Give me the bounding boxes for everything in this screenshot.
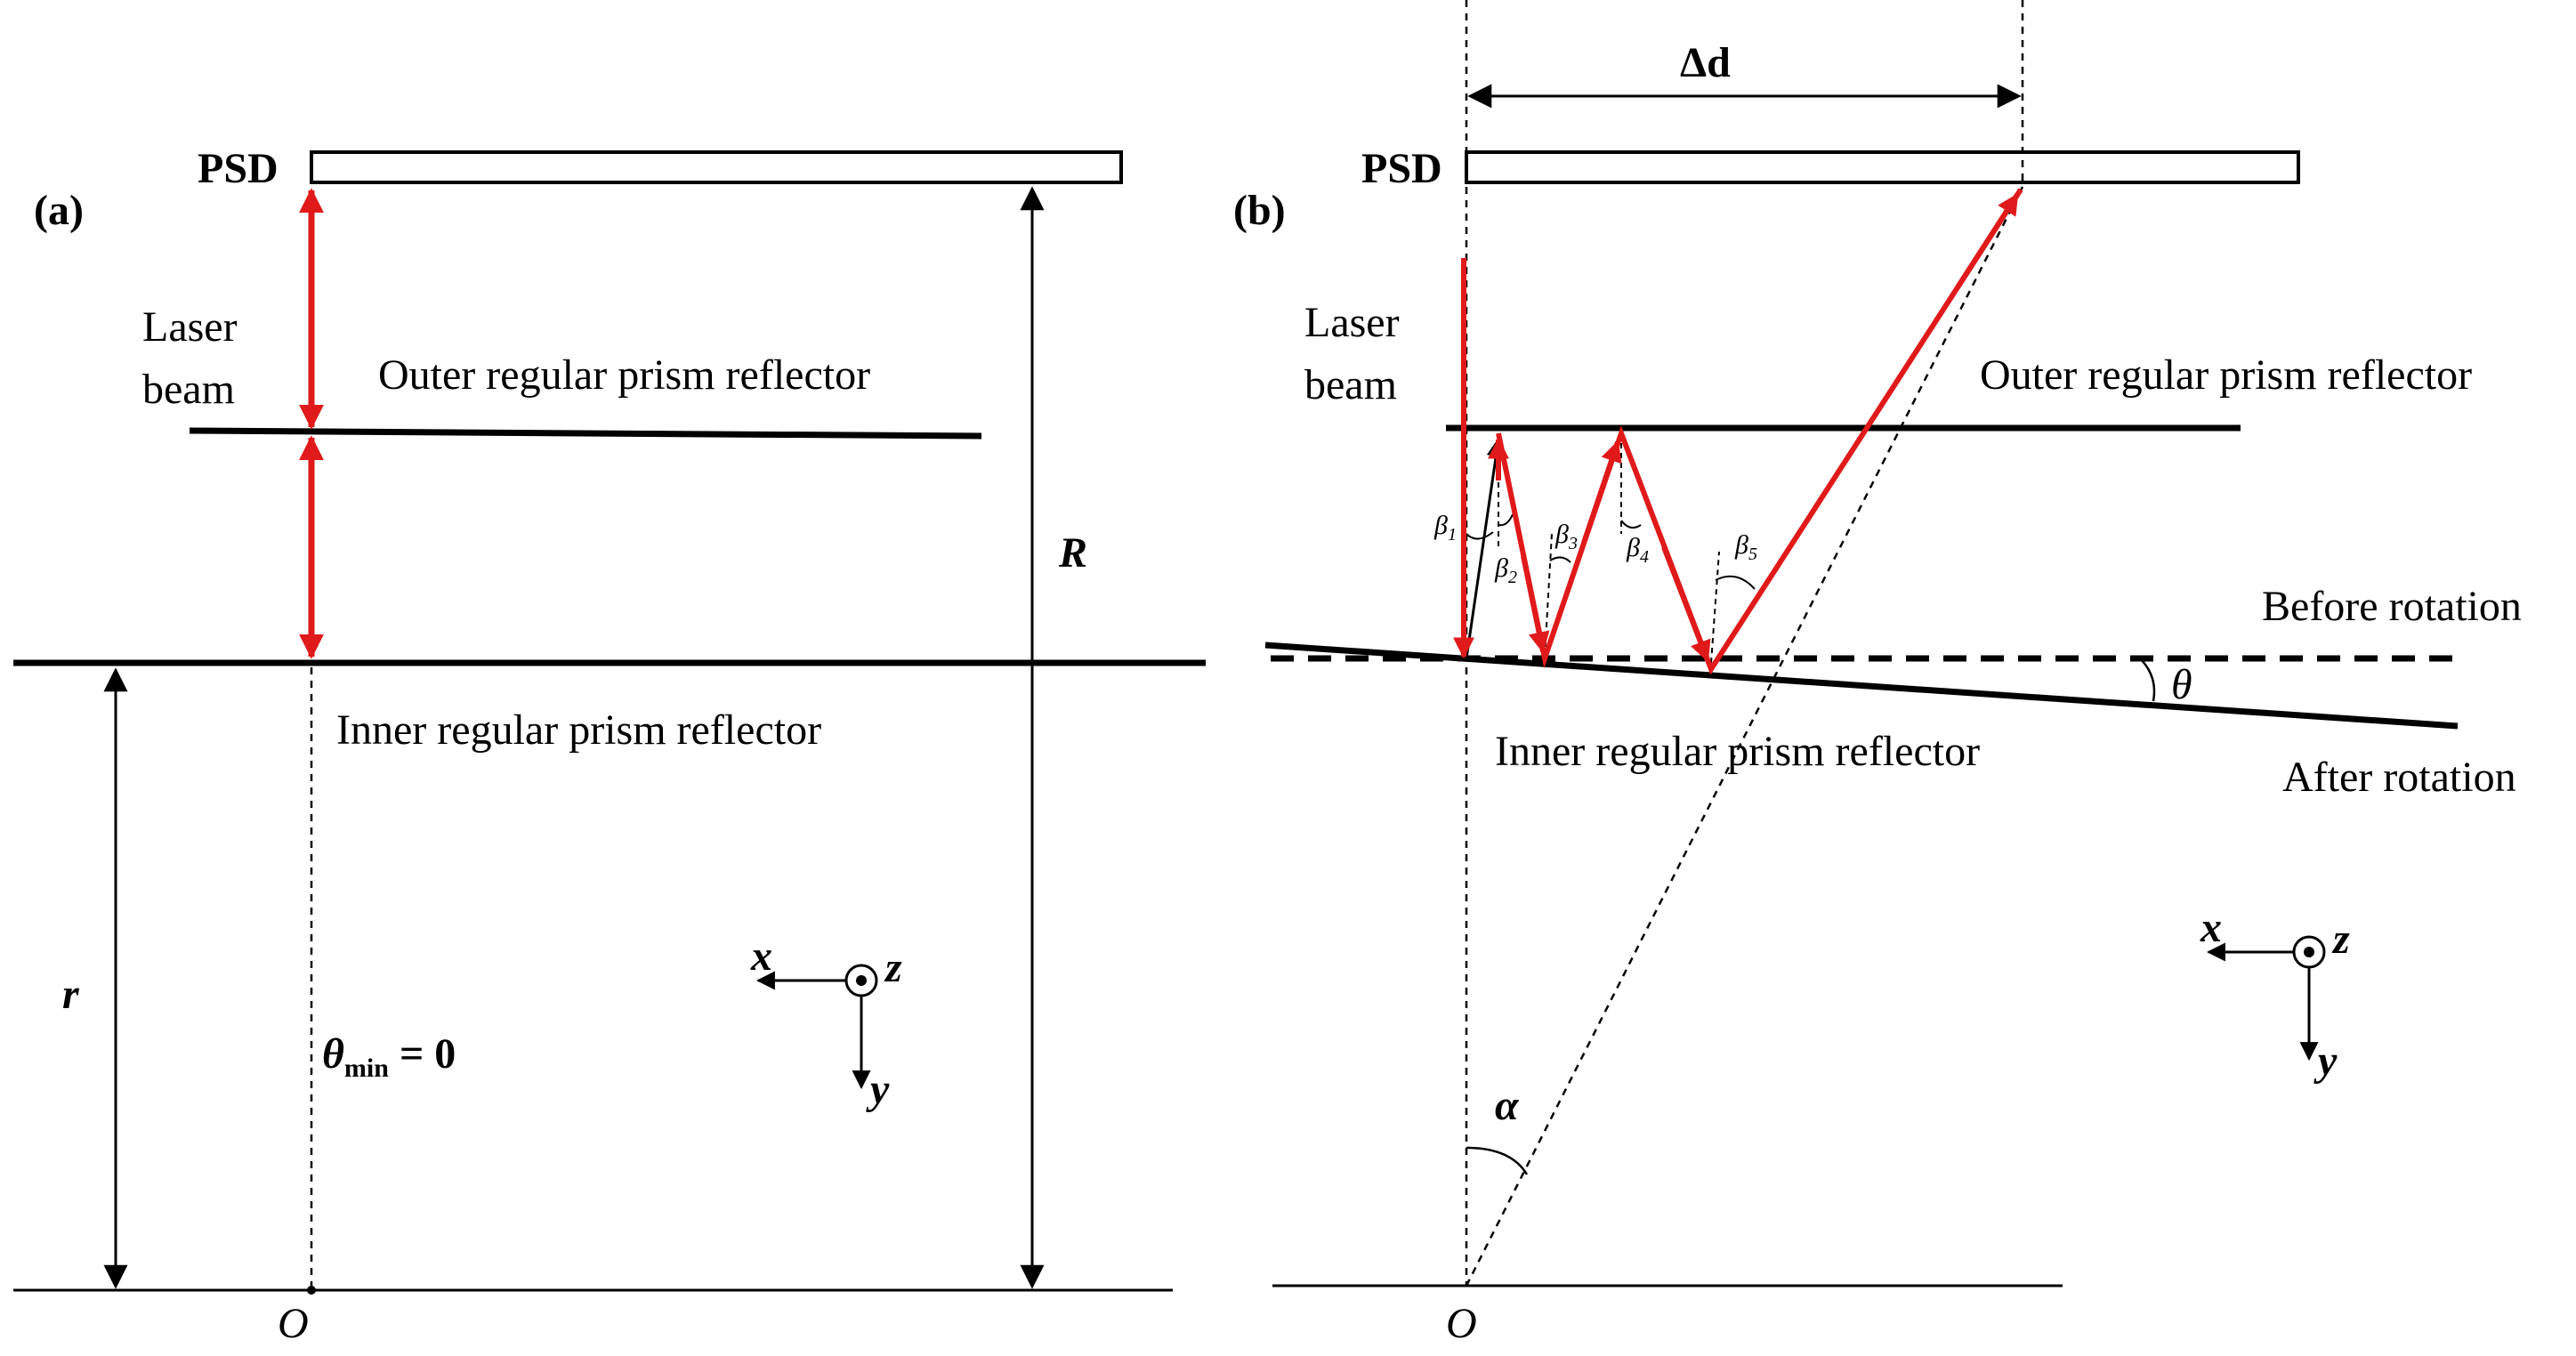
panel-b-laser-arrow-4	[1955, 192, 2020, 289]
panel-b-laser-arrow-1	[1521, 555, 1550, 654]
panel-b-beta3-label: β3	[1554, 520, 1578, 553]
panel-b-beta1-label: β1	[1433, 511, 1457, 545]
panel-a-laser-label-1: Laser	[142, 303, 238, 351]
panel-b-y-axis-label: y	[2314, 1037, 2338, 1085]
panel-b-inner-reflector-label: Inner regular prism reflector	[1495, 728, 1980, 775]
panel-b-after-rotation-label: After rotation	[2282, 754, 2516, 801]
panel-b-beta3-arc	[1549, 556, 1571, 563]
panel-b-delta-d-label: Δd	[1680, 39, 1731, 86]
panel-b-outer-reflector-label: Outer regular prism reflector	[1980, 351, 2472, 399]
panel-b-laser-label-2: beam	[1304, 361, 1397, 408]
panel-b-before-rotation-label: Before rotation	[2262, 583, 2522, 630]
panel-a-y-axis-label: y	[866, 1066, 890, 1113]
panel-b-after-rotation-line	[1264, 642, 2459, 730]
panel-b-alpha-dashed-line	[1465, 186, 2024, 1287]
panel-b-x-axis-label: x	[2200, 904, 2222, 951]
panel-b-theta-arc	[2139, 658, 2156, 702]
panel-b-beta5-arc	[1715, 575, 1756, 590]
panel-a-r-label: r	[62, 971, 80, 1018]
panel-a-z-axis-label: z	[884, 944, 902, 991]
panel-b-alpha-label: α	[1495, 1082, 1520, 1129]
panel-b: (b) PSD Δd Laser beam Outer regular pris…	[1233, 0, 2522, 1347]
panel-b-beta2-label: β2	[1494, 553, 1517, 587]
panel-a-psd-detector	[310, 150, 1123, 184]
panel-b-tag: (b)	[1233, 187, 1286, 234]
panel-b-normal-4	[1710, 551, 1720, 664]
panel-b-laser-label-1: Laser	[1304, 299, 1400, 346]
panel-b-beta5-label: β5	[1734, 530, 1757, 564]
panel-a: (a) PSD Laser beam Outer regular prism r…	[13, 145, 1206, 1347]
panel-b-laser-arrow-2	[1581, 440, 1622, 544]
panel-b-psd-label: PSD	[1361, 145, 1442, 192]
panel-a-coordinate-axes: x z y	[750, 932, 902, 1113]
panel-a-inner-reflector-label: Inner regular prism reflector	[336, 706, 821, 754]
panel-b-black-ray	[1465, 437, 1506, 659]
panel-b-laser-arrow-3	[1661, 545, 1711, 663]
panel-a-outer-reflector	[189, 427, 982, 440]
panel-a-outer-reflector-label: Outer regular prism reflector	[378, 351, 870, 399]
panel-b-beta1-arc	[1466, 531, 1494, 540]
panel-b-origin-label: O	[1446, 1300, 1477, 1347]
panel-b-beta2-arc	[1498, 513, 1514, 527]
panel-b-beta4-label: β4	[1626, 533, 1649, 567]
panel-a-x-axis-label: x	[750, 932, 772, 980]
panel-a-R-label: R	[1058, 529, 1087, 577]
panel-a-psd-label: PSD	[198, 145, 279, 192]
panel-a-origin-dot	[307, 1286, 316, 1295]
panel-b-beta4-arc	[1620, 520, 1642, 529]
panel-a-theta-min-label: θmin = 0	[322, 1030, 456, 1083]
panel-b-psd-detector	[1465, 150, 2300, 184]
panel-b-theta-label: θ	[2171, 661, 2192, 708]
panel-a-tag: (a)	[34, 187, 84, 234]
panel-a-laser-label-2: beam	[142, 366, 235, 413]
panel-b-alpha-arc	[1466, 1146, 1529, 1175]
panel-b-z-axis-label: z	[2331, 916, 2350, 963]
panel-a-origin-label: O	[278, 1300, 309, 1347]
panel-b-coordinate-axes: x z y	[2200, 904, 2350, 1085]
